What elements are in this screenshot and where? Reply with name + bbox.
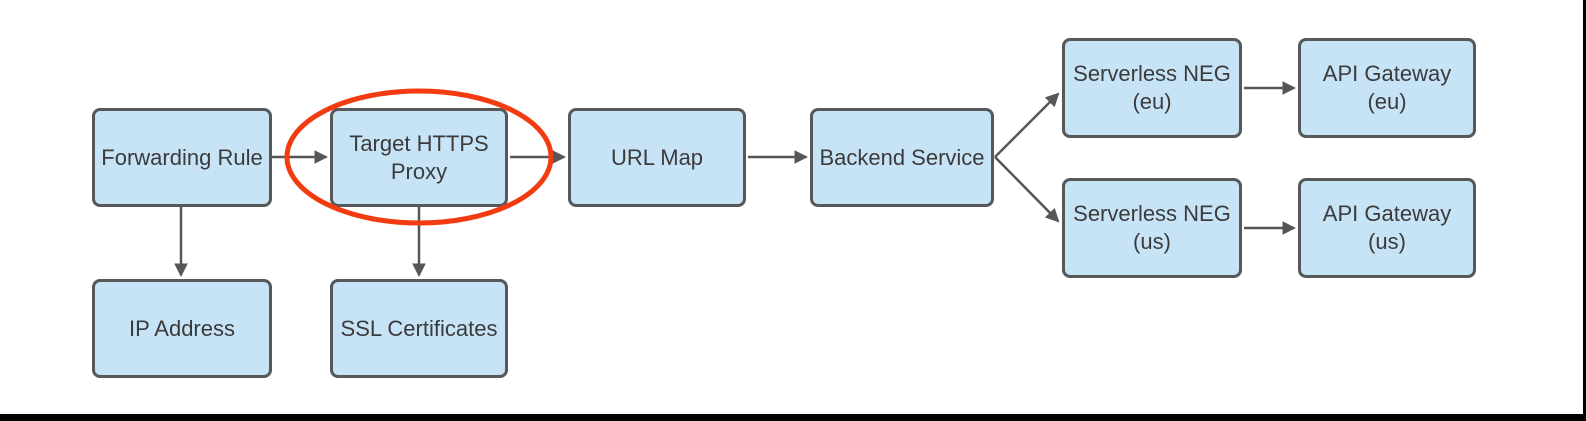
node-label: Backend Service (819, 144, 985, 170)
node-serverless-neg-us: Serverless NEG (us) (1062, 178, 1242, 278)
node-url-map: URL Map (568, 108, 746, 207)
node-target-https-proxy: Target HTTPS Proxy (330, 108, 508, 207)
edge-backend-service-to-serverless-neg-eu (994, 92, 1060, 158)
node-label: (us) (1368, 229, 1406, 254)
node-label: Proxy (390, 158, 448, 184)
node-forwarding-rule: Forwarding Rule (92, 108, 272, 207)
node-ssl-certificates: SSL Certificates (330, 279, 508, 378)
node-api-gateway-eu: API Gateway (eu) (1298, 38, 1476, 138)
node-label: (eu) (1132, 89, 1172, 114)
node-label: Serverless NEG (1073, 61, 1231, 86)
node-label: URL Map (610, 144, 704, 170)
node-ip-address: IP Address (92, 279, 272, 378)
node-label: (eu) (1367, 89, 1407, 114)
node-api-gateway-us: API Gateway (us) (1298, 178, 1476, 278)
right-edge-bar (1583, 0, 1586, 421)
bottom-edge-bar (0, 414, 1586, 421)
node-label: Serverless NEG (1073, 201, 1231, 226)
node-label: API Gateway (1322, 61, 1452, 86)
node-label: IP Address (129, 315, 235, 341)
node-label: SSL Certificates (340, 315, 498, 341)
node-label: Target HTTPS (349, 130, 489, 156)
node-backend-service: Backend Service (810, 108, 994, 207)
edge-backend-service-to-serverless-neg-us (994, 156, 1060, 223)
node-label: (us) (1133, 229, 1171, 254)
node-label: Forwarding Rule (101, 144, 263, 170)
node-serverless-neg-eu: Serverless NEG (eu) (1062, 38, 1242, 138)
node-label: API Gateway (1322, 201, 1452, 226)
